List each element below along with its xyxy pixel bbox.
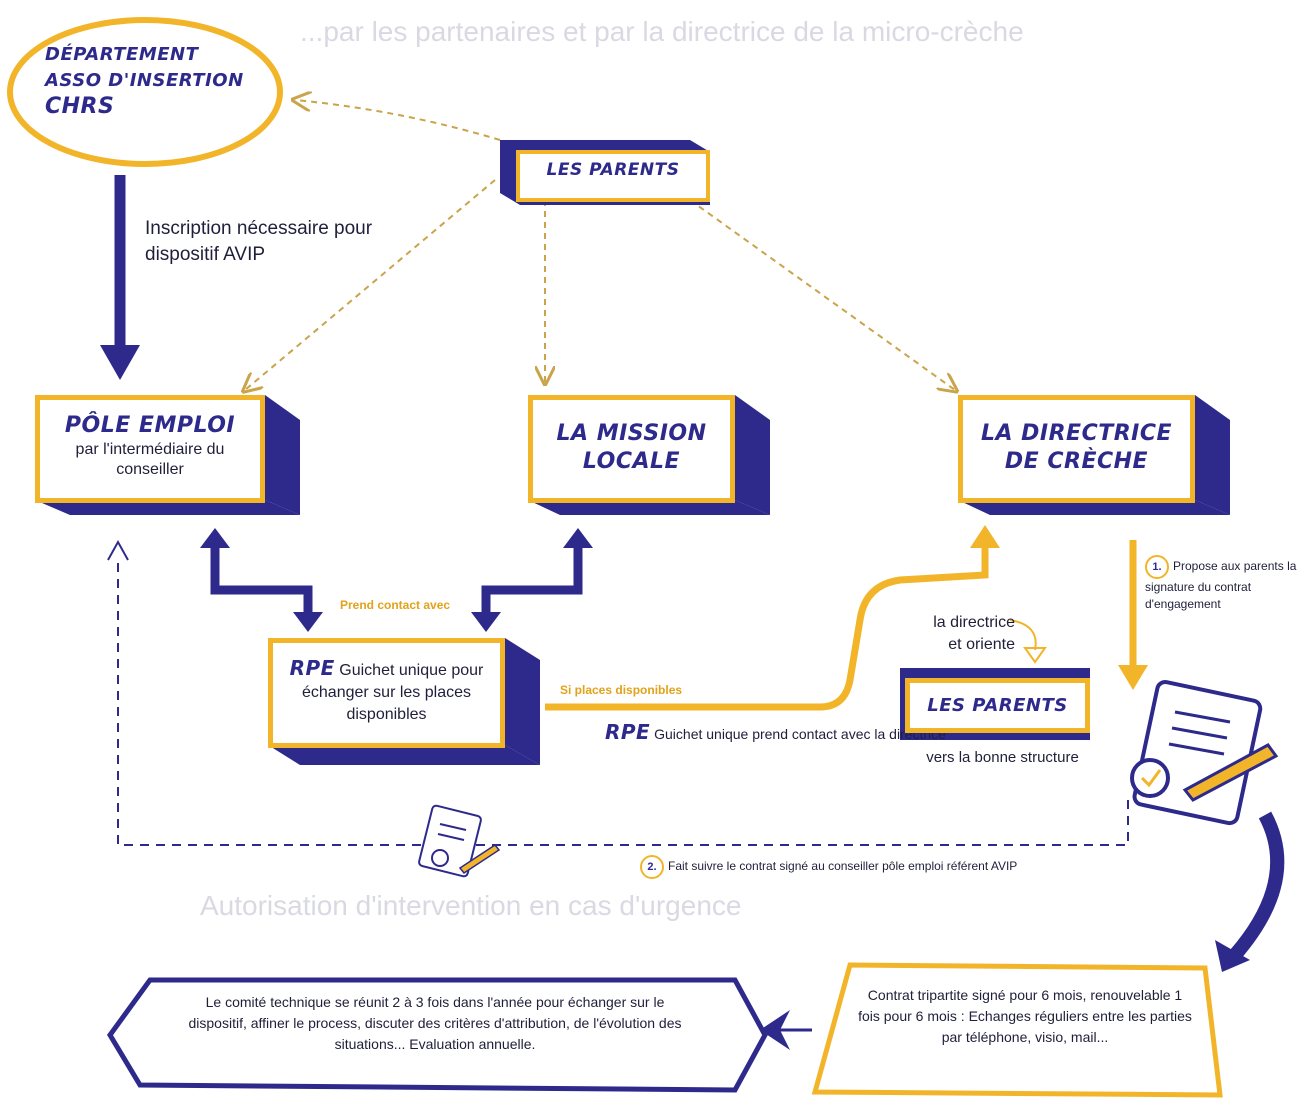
pole-emploi-title: PÔLE EMPLOI [64,413,236,438]
departement-node: DÉPARTEMENT ASSO D'INSERTION CHRS [45,42,244,120]
arrow-rpe-directrice [545,545,989,711]
small-contract-icon [418,804,501,878]
contrat-text: Contrat tripartite signé pour 6 mois, re… [858,987,1192,1045]
curved-arrow-icon [1009,619,1037,651]
pole-emploi-box: PÔLE EMPLOI par l'intermédiaire du conse… [35,395,265,503]
rpe-contact-label: RPE Guichet unique prend contact avec la… [605,722,946,744]
step2-label: 2. Fait suivre le contrat signé au consei… [640,855,1120,879]
si-places-label: Si places disponibles [560,683,683,697]
parents-top-box [516,150,710,202]
arrow-to-comite [760,1010,790,1050]
arrow-pole-rpe [210,548,313,615]
step2-number: 2. [640,855,664,879]
comite-text: Le comité technique se réunit 2 à 3 fois… [188,994,682,1052]
mission-locale-line2: LOCALE [582,449,681,474]
comite-shape [107,977,768,1093]
mission-locale-line1: LA MISSION [556,421,707,446]
rpe-abbr: RPE [289,656,335,680]
background-heading: Autorisation d'intervention en cas d'urg… [200,890,742,921]
parents-bottom-title: LES PARENTS [927,695,1068,716]
step1-number: 1. [1145,555,1169,579]
contrat-shape [811,962,1223,1098]
departement-ellipse [7,17,283,167]
step1-text: Propose aux parents la signature du cont… [1145,559,1297,611]
contract-signature-icon [1130,680,1279,826]
directrice-box: LA DIRECTRICE DE CRÈCHE [958,395,1195,503]
rpe-box: RPE Guichet unique pour échanger sur les… [268,638,505,748]
rpe-contact-text: Guichet unique prend contact avec la dir… [654,726,946,742]
parents-top-label: LES PARENTS [546,160,680,180]
departement-line2: ASSO D'INSERTION [45,70,244,91]
step1-label: 1.Propose aux parents la signature du co… [1145,555,1305,613]
dashed-arrow-to-directrice [689,199,955,390]
departement-line3: CHRS [45,94,115,119]
mission-locale-box: LA MISSION LOCALE [528,395,735,503]
rpe-text: Guichet unique pour échanger sur les pla… [302,662,484,723]
inscription-label: Inscription nécessaire pour dispositif A… [145,218,373,265]
background-title: ...par les partenaires et par la directr… [300,16,1024,47]
prend-contact-label: Prend contact avec [340,598,451,612]
arrow-mission-rpe [481,548,583,615]
pole-emploi-sub: par l'intermédiaire du conseiller [75,441,225,478]
parents-bottom-box: LES PARENTS [905,678,1090,733]
rpe-contact-abbr: RPE [605,720,651,744]
oriente-label: la directrice et oriente [905,612,1015,656]
step2-text: Fait suivre le contrat signé au conseill… [668,859,1018,873]
dashed-arrow-to-departement [295,100,501,141]
arrow-to-contrat [1229,811,1285,960]
departement-line1: DÉPARTEMENT [45,44,199,65]
directrice-line2: DE CRÈCHE [1004,449,1149,474]
oriente-line2: et oriente [948,636,1015,653]
oriente-line1: la directrice [933,614,1015,631]
dashed-arrow-to-pole-emploi [245,179,496,390]
directrice-line1: LA DIRECTRICE [980,421,1173,446]
parents-bottom-sub: vers la bonne structure [926,749,1079,766]
dashed-return-line [117,560,1129,846]
